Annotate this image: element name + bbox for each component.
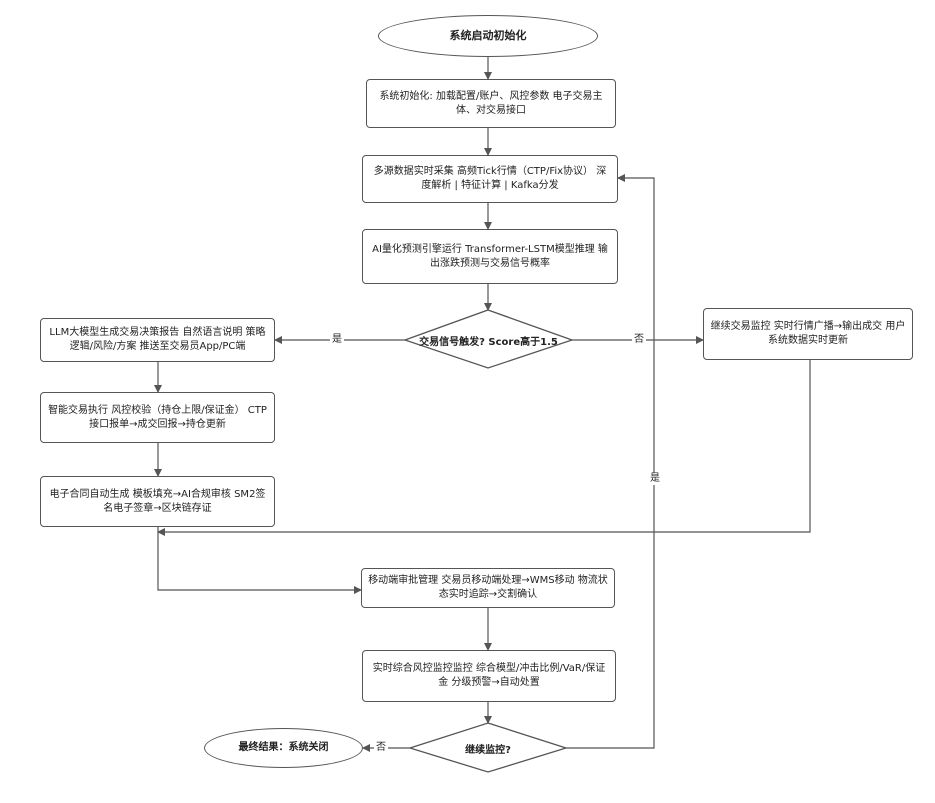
init-node: 系统初始化: 加载配置/账户、风控参数 电子交易主体、对交易接口 <box>366 79 616 128</box>
ai-node: AI量化预测引擎运行 Transformer-LSTM模型推理 输出涨跌预测与交… <box>362 229 618 284</box>
contract-node: 电子合同自动生成 模板填充→AI合规审核 SM2签名电子签章→区块链存证 <box>40 476 275 527</box>
edge-label-no-monitor: 否 <box>632 334 646 346</box>
edge-label-yes-llm: 是 <box>330 334 344 346</box>
continue-node: 继续监控? <box>410 736 566 760</box>
collect-node: 多源数据实时采集 高频Tick行情（CTP/Fix协议） 深度解析 | 特征计算… <box>362 155 618 203</box>
edge-contract-mobile <box>158 527 361 590</box>
risk-node: 实时综合风控监控监控 综合模型/冲击比例/VaR/保证金 分级预警→自动处置 <box>362 650 616 702</box>
llm-node: LLM大模型生成交易决策报告 自然语言说明 策略逻辑/风险/方案 推送至交易员A… <box>40 318 275 362</box>
edge-label-no-end: 否 <box>374 742 388 754</box>
end-node: 最终结果：系统关闭 <box>204 728 363 768</box>
decision-node: 交易信号触发? Score高于1.5 <box>405 325 572 355</box>
edge-label-yes-loop: 是 <box>648 473 662 485</box>
start-node: 系统启动初始化 <box>378 15 598 57</box>
mobile-node: 移动端审批管理 交易员移动端处理→WMS移动 物流状态实时追踪→交割确认 <box>361 568 615 608</box>
execute-node: 智能交易执行 风控校验（持仓上限/保证金） CTP接口报单→成交回报→持仓更新 <box>40 392 275 443</box>
monitor-node: 继续交易监控 实时行情广播→输出成交 用户系统数据实时更新 <box>703 308 913 360</box>
